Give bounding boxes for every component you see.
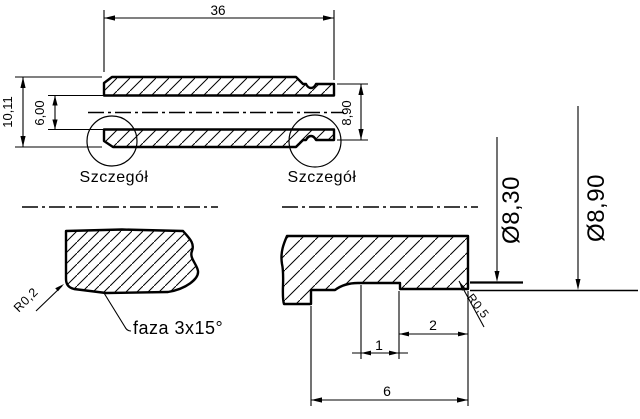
main-lower-wall: [102, 128, 336, 149]
dim-end-land-value: 2: [429, 317, 437, 333]
dim-length-value: 36: [210, 3, 225, 18]
main-upper-wall: [102, 75, 336, 97]
detail-label-left: Szczegół: [80, 169, 149, 186]
dim-groove-dia: Ø8,30: [470, 137, 525, 284]
detail-view-left: R0,2 faza 3x15°: [11, 206, 223, 338]
main-section-view: Szczegół Szczegół: [80, 75, 357, 186]
dim-bore-dia-value: 6,00: [32, 100, 47, 125]
dim-groove-width-1: 1: [352, 285, 408, 359]
leader-chamfer: faza 3x15°: [103, 292, 223, 338]
dim-length-36: 36: [103, 3, 335, 80]
dim-enddia-large: Ø8,90: [470, 106, 638, 292]
dim-bore-dia: 6,00: [32, 94, 103, 131]
leader-r02: R0,2: [11, 284, 64, 315]
detail-circle-right: [288, 114, 342, 168]
dim-end-land-2: 2: [399, 317, 468, 337]
detail-view-right: R0,5 1 2 6 Ø8,: [280, 106, 638, 406]
dim-groove-width-value: 1: [375, 337, 383, 353]
detail-circle-left: [86, 115, 138, 167]
detail-right-body: [280, 234, 470, 306]
chamfer-label: faza 3x15°: [133, 318, 223, 338]
dim-groove-dia-value: Ø8,30: [498, 176, 525, 244]
dim-outer-dia: 10,11: [0, 76, 102, 148]
dim-section-6: 6: [310, 291, 469, 406]
dim-end-dia-value: 8,90: [339, 100, 354, 125]
detail-left-body: [64, 228, 200, 295]
dim-enddia-large-value: Ø8,90: [583, 174, 610, 242]
detail-label-right: Szczegół: [288, 169, 357, 186]
leader-r05: R0,5: [458, 280, 492, 328]
dim-outer-dia-value: 10,11: [0, 96, 15, 128]
dim-end-dia: 8,90: [337, 83, 368, 141]
dim-section-6-value: 6: [383, 383, 391, 399]
